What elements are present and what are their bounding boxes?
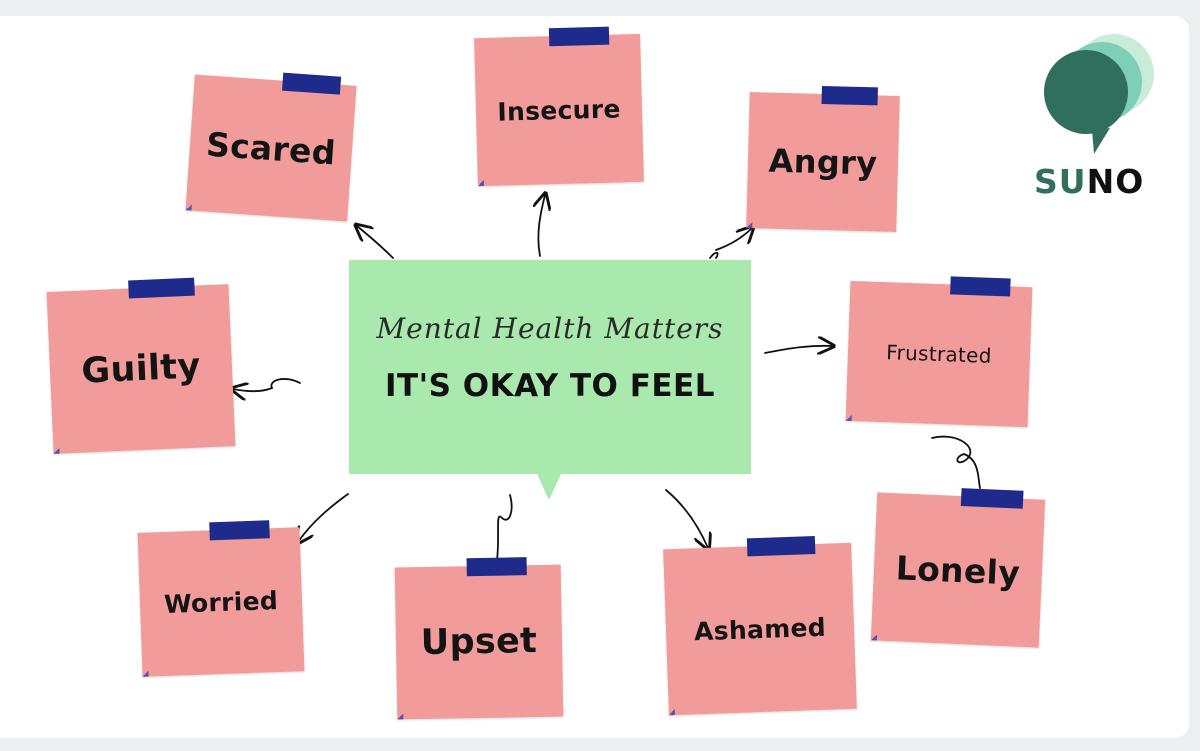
- note-label-ashamed: Ashamed: [693, 612, 827, 646]
- center-title: IT'S OKAY TO FEEL: [384, 368, 715, 404]
- note-label-guilty: Guilty: [80, 346, 202, 392]
- bubble-pointer: [537, 474, 561, 500]
- tape: [128, 277, 195, 299]
- note-insecure: Insecure: [474, 26, 644, 187]
- note-worried: Worried: [137, 520, 305, 677]
- tape: [960, 488, 1024, 509]
- tape: [282, 72, 342, 95]
- arrow-ashamed: [665, 489, 708, 548]
- center-bubble: Mental Health Matters IT'S OKAY TO FEEL: [349, 260, 751, 500]
- tape: [548, 26, 610, 47]
- arrow-scared: [357, 226, 394, 259]
- note-label-worried: Worried: [163, 585, 279, 619]
- arrow-lonely: [931, 435, 981, 489]
- arrow-upset: [496, 494, 513, 561]
- tape: [209, 520, 270, 541]
- note-label-angry: Angry: [768, 141, 878, 183]
- arrow-guilty: [233, 378, 301, 391]
- speech-bubble-logo-icon: [1044, 34, 1154, 154]
- note-label-frustrated: Frustrated: [885, 340, 993, 368]
- note-upset: Upset: [394, 557, 564, 720]
- suno-logo: SUNO: [1030, 26, 1160, 201]
- note-ashamed: Ashamed: [663, 536, 857, 716]
- tape: [950, 276, 1011, 297]
- note-angry: Angry: [746, 85, 900, 232]
- note-label-insecure: Insecure: [497, 93, 621, 127]
- center-subtitle: Mental Health Matters: [376, 312, 724, 345]
- tape: [746, 536, 816, 557]
- logo-text-no: NO: [1086, 162, 1145, 201]
- logo-text-su: SU: [1034, 162, 1087, 201]
- note-guilty: Guilty: [46, 277, 236, 454]
- tape: [821, 85, 878, 106]
- note-label-upset: Upset: [420, 620, 538, 664]
- arrow-worried: [298, 493, 349, 542]
- tape: [466, 557, 527, 577]
- note-label-lonely: Lonely: [895, 547, 1021, 593]
- note-frustrated: Frustrated: [845, 276, 1033, 428]
- arrow-insecure: [538, 195, 545, 257]
- arrow-frustrated: [764, 346, 832, 353]
- note-lonely: Lonely: [870, 488, 1046, 648]
- note-label-scared: Scared: [204, 124, 338, 172]
- note-scared: Scared: [185, 72, 357, 222]
- arrow-angry: [709, 228, 752, 259]
